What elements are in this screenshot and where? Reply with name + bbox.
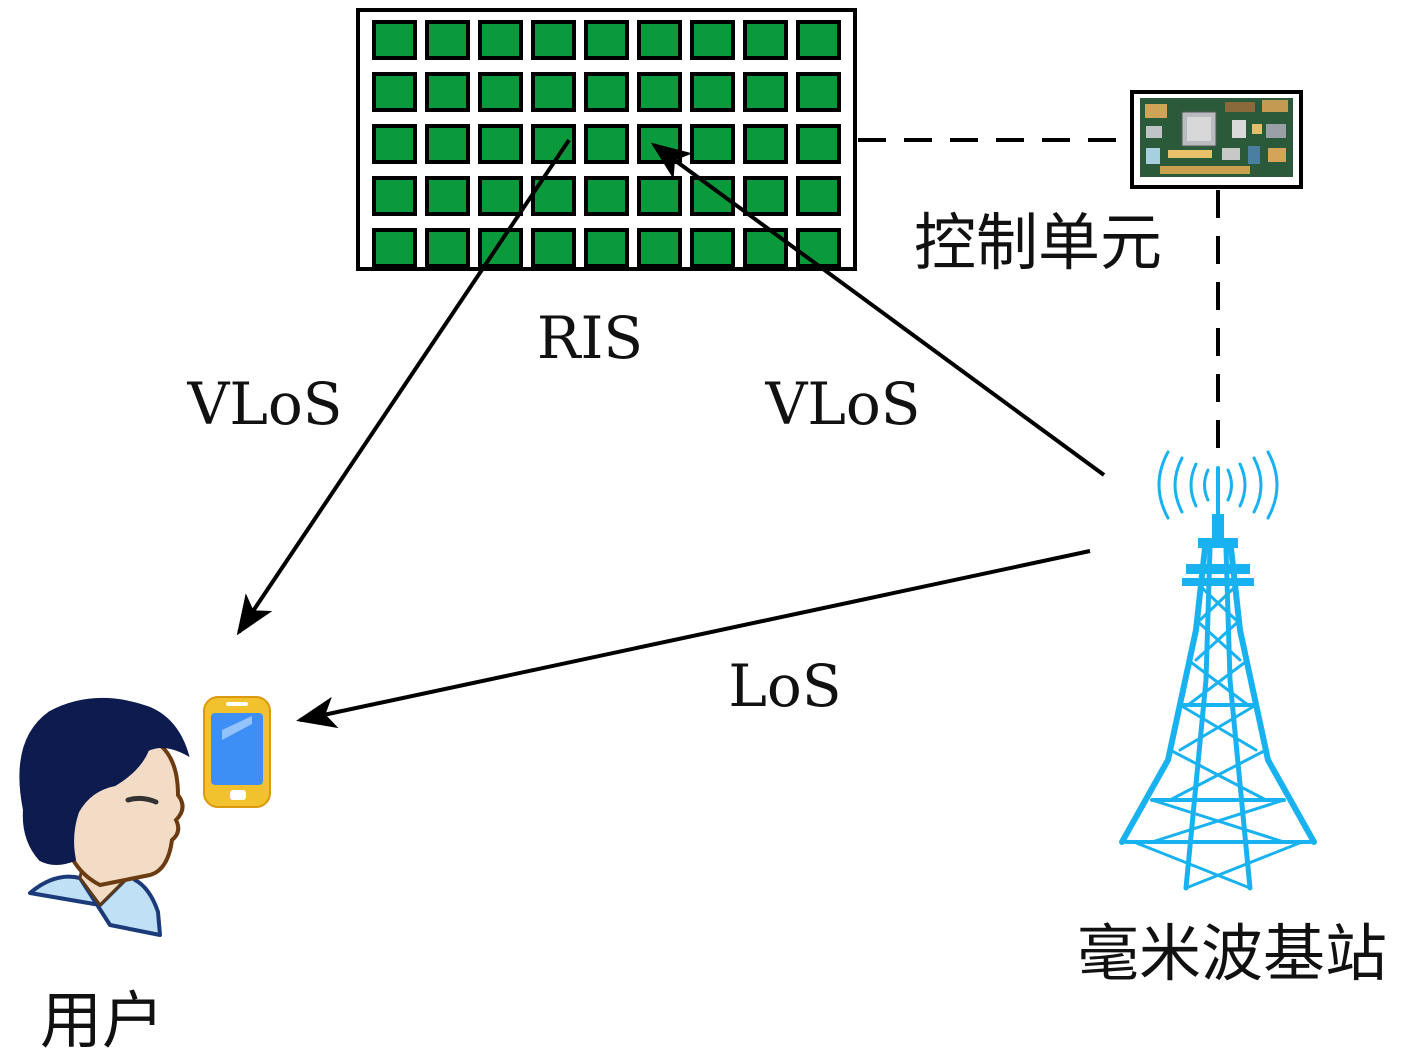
ris-element xyxy=(796,176,841,216)
ris-element xyxy=(372,124,417,164)
ris-element xyxy=(478,124,523,164)
ris-element xyxy=(425,20,470,60)
ris-element xyxy=(690,124,735,164)
ris-element xyxy=(478,176,523,216)
ris-element xyxy=(796,124,841,164)
ris-element xyxy=(690,72,735,112)
ris-element xyxy=(584,228,629,268)
ris-label: RIS xyxy=(537,304,643,372)
ris-element xyxy=(478,20,523,60)
ris-element xyxy=(478,72,523,112)
user-label: 用户 xyxy=(40,984,164,1057)
ris-element xyxy=(584,124,629,164)
antenna-tower-icon xyxy=(1119,450,1317,891)
ris-element xyxy=(743,72,788,112)
ris-element xyxy=(690,176,735,216)
ris-element xyxy=(425,124,470,164)
los-arrow xyxy=(296,549,1091,729)
ris-element xyxy=(743,176,788,216)
ris-element xyxy=(531,20,576,60)
ris-element xyxy=(743,20,788,60)
ris-panel-icon xyxy=(356,8,857,271)
fpga-board-icon xyxy=(1130,90,1303,189)
vlos-arrow-bs-to-ris xyxy=(650,142,1106,477)
ris-element xyxy=(425,72,470,112)
ris-element xyxy=(690,228,735,268)
ris-element xyxy=(372,20,417,60)
ris-element xyxy=(584,72,629,112)
ris-element xyxy=(531,72,576,112)
ris-element xyxy=(796,72,841,112)
ris-element xyxy=(637,176,682,216)
ris-element xyxy=(637,72,682,112)
ris-element xyxy=(372,176,417,216)
ris-element xyxy=(425,228,470,268)
ris-element xyxy=(743,228,788,268)
vlos-label-right: VLoS xyxy=(764,370,920,438)
ris-element xyxy=(372,72,417,112)
smartphone-icon xyxy=(203,696,271,808)
ris-element xyxy=(531,228,576,268)
ris-element xyxy=(743,124,788,164)
los-label: LoS xyxy=(728,652,841,720)
control-unit-label: 控制单元 xyxy=(914,206,1162,279)
ris-element xyxy=(690,20,735,60)
ris-element xyxy=(372,228,417,268)
ris-element xyxy=(637,124,682,164)
vlos-label-left: VLoS xyxy=(186,370,342,438)
base-station-label: 毫米波基站 xyxy=(1077,917,1387,990)
ris-element-grid xyxy=(372,20,841,268)
ris-element xyxy=(425,176,470,216)
ris-element xyxy=(796,20,841,60)
user-avatar-icon xyxy=(19,697,190,937)
ris-element xyxy=(584,20,629,60)
ris-element xyxy=(796,228,841,268)
vlos-arrow-ris-to-user xyxy=(236,138,571,636)
ris-element xyxy=(637,228,682,268)
ris-element xyxy=(584,176,629,216)
ris-element xyxy=(637,20,682,60)
